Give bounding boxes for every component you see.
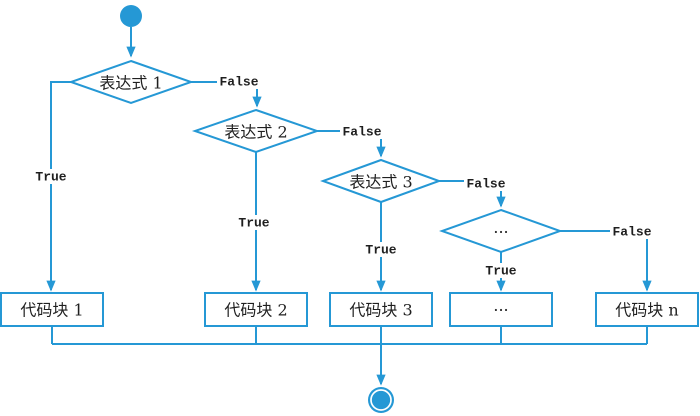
process-box-2 [204, 292, 308, 327]
edge-false-4 [560, 230, 652, 292]
process-box-n [595, 292, 699, 327]
end-node-outer [368, 387, 394, 413]
edge-true-1 [46, 81, 71, 292]
block-label-n: 代码块 n [615, 301, 678, 320]
true-label-4: True [485, 264, 516, 279]
decision-label-ellipsis: ··· [493, 223, 508, 242]
block-label-1: 代码块 1 [20, 301, 83, 320]
true-label-bg-4 [483, 263, 519, 278]
false-label-bg-4 [610, 224, 654, 239]
false-label-4: False [612, 225, 651, 240]
decision-label-1: 表达式 1 [99, 74, 162, 93]
true-label-1: True [35, 170, 66, 185]
block-label-2: 代码块 2 [224, 301, 287, 320]
decision-diamond-3 [320, 158, 442, 204]
decision-diamond-2 [191, 108, 321, 154]
decision-label-3: 表达式 3 [349, 173, 412, 192]
start-node-circle [120, 5, 142, 27]
block-label-3: 代码块 3 [349, 301, 412, 320]
decision-diamond-1 [67, 59, 195, 105]
true-label-bg-3 [363, 242, 399, 257]
false-label-bg-2 [340, 124, 384, 139]
false-label-2: False [342, 125, 381, 140]
decision-label-2: 表达式 2 [224, 123, 287, 142]
true-label-bg-2 [236, 215, 272, 230]
process-box-1 [0, 292, 104, 327]
true-label-3: True [365, 243, 396, 258]
process-box-ellipsis [449, 292, 553, 327]
decision-diamond-ellipsis [439, 208, 563, 254]
false-label-bg-1 [217, 74, 261, 89]
process-box-3 [329, 292, 433, 327]
false-label-bg-3 [464, 176, 508, 191]
end-node-circle [368, 387, 394, 413]
end-node-ring [370, 389, 392, 411]
false-label-3: False [466, 177, 505, 192]
true-label-bg-1 [33, 169, 69, 184]
true-label-2: True [238, 216, 269, 231]
false-label-1: False [219, 75, 258, 90]
block-label-ellipsis: ··· [493, 301, 508, 320]
